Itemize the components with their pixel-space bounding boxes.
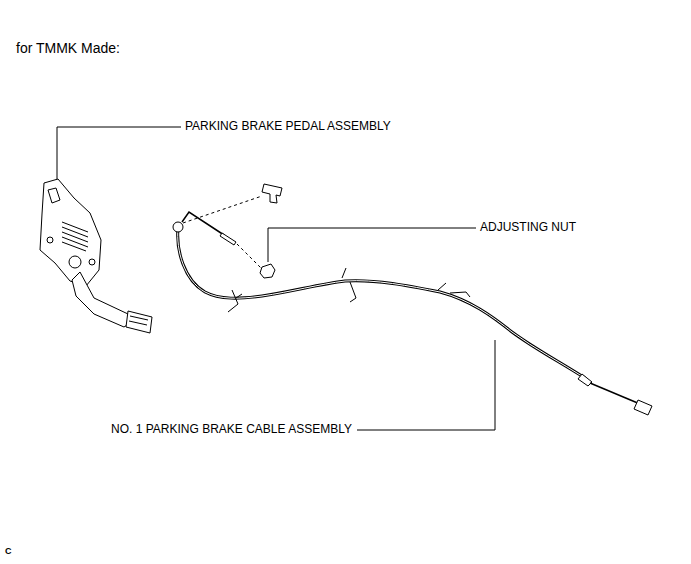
cable-eyelet: [173, 222, 183, 232]
cable-casing-highlight: [178, 228, 585, 378]
assembly-dashed-line: [183, 196, 262, 268]
cable-grommet: [578, 374, 592, 386]
part-name: NO. 1 PARKING BRAKE CABLE ASSEMBLY: [110, 423, 353, 437]
cable-bracket: [228, 290, 242, 312]
leader-line: [57, 127, 181, 186]
cable-inner-wire: [590, 383, 640, 404]
pedal-arm: [72, 272, 130, 327]
parking-brake-pedal: [40, 179, 152, 333]
leader-line: [268, 228, 476, 262]
parking-brake-cable: [173, 212, 652, 415]
bolt-hole: [47, 237, 53, 243]
cable-clip: [262, 184, 282, 203]
pedal-bracket: [40, 179, 101, 286]
bolt-hole: [89, 259, 95, 265]
leader-line: [357, 340, 495, 430]
pivot: [69, 256, 81, 268]
ratchet-teeth: [62, 222, 88, 251]
part-name: ADJUSTING NUT: [479, 221, 577, 235]
adjusting-nut-symbol: [260, 264, 275, 278]
pedal-bracket-tab: [48, 188, 60, 203]
cable-bracket: [342, 268, 356, 302]
cable-bracket: [438, 283, 470, 297]
page-title: for TMMK Made:: [15, 40, 121, 56]
part-name: PARKING BRAKE PEDAL ASSEMBLY: [184, 120, 392, 134]
cable-end-fitting: [634, 400, 652, 415]
cable-casing: [178, 228, 585, 378]
corner-mark: C: [4, 546, 13, 556]
cable-rod-end: [220, 233, 236, 245]
leader-lines: [57, 127, 495, 430]
clip-and-nut: [183, 184, 282, 278]
pedal-pad-ribs: [129, 316, 148, 325]
pedal-pad: [126, 311, 152, 333]
cable-inner-wire: [182, 212, 224, 235]
